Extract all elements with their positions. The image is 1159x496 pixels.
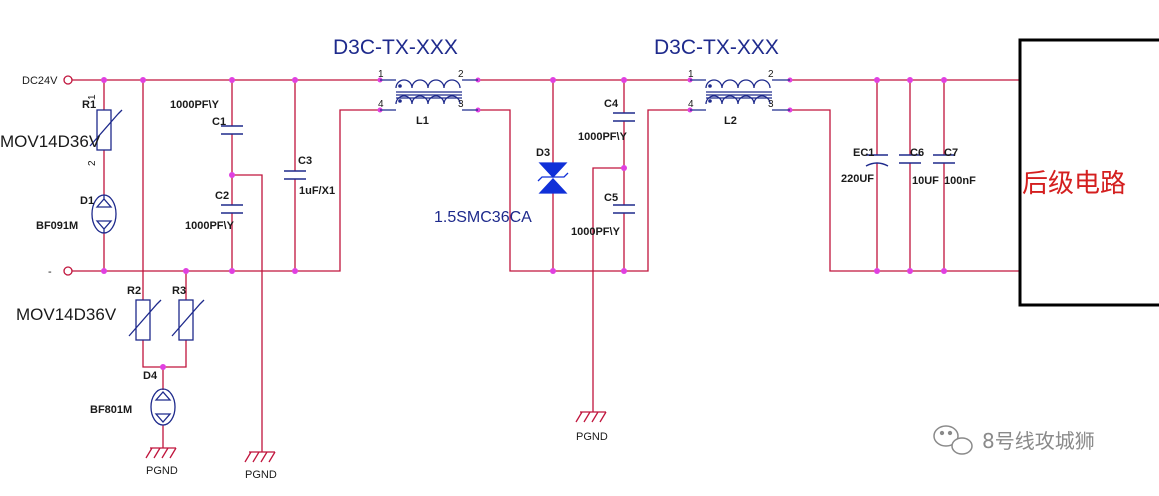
- input-terminal-neg: [63, 266, 73, 276]
- choke-l2: [690, 79, 790, 111]
- capacitor-c3: [284, 170, 306, 180]
- r1-value: MOV14D36V: [0, 132, 101, 151]
- input-terminal-pos: [63, 75, 73, 85]
- c2-value: 1000PF\Y: [185, 220, 235, 232]
- wires: [72, 79, 1020, 452]
- c1-value: 1000PF\Y: [170, 99, 220, 111]
- d1-value: BF091M: [36, 220, 78, 232]
- d3-value: 1.5SMC36CA: [434, 209, 532, 226]
- d4-value: BF801M: [90, 404, 132, 416]
- l1-pin1: 1: [378, 69, 384, 80]
- c4-value: 1000PF\Y: [578, 131, 628, 143]
- d3-ref: D3: [536, 147, 550, 159]
- c4-ref: C4: [604, 98, 619, 110]
- c6-value: 10UF: [912, 175, 939, 187]
- capacitor-c2: [221, 204, 243, 214]
- block-label: 后级电路: [1022, 169, 1126, 199]
- ec1-value: 220UF: [841, 173, 874, 185]
- gas-tube-d4: [150, 388, 176, 426]
- l2-pin4: 4: [688, 99, 694, 110]
- c2-ref: C2: [215, 190, 229, 202]
- input-neg-label: -: [48, 266, 52, 278]
- c1-ref: C1: [212, 116, 226, 128]
- ground-symbol-3: [575, 411, 607, 423]
- l1-pin4: 4: [378, 99, 384, 110]
- ground-symbol-2: [244, 451, 276, 463]
- gnd-label-2: PGND: [245, 469, 277, 481]
- gnd-label-1: PGND: [146, 465, 178, 477]
- l2-ref: L2: [724, 115, 737, 127]
- ground-symbol-1: [145, 447, 177, 459]
- capacitor-ec1: [865, 154, 889, 167]
- r2-ref: R2: [127, 285, 141, 297]
- input-pos-label: DC24V: [22, 75, 58, 87]
- l2-pin2: 2: [768, 69, 774, 80]
- c7-ref: C7: [944, 147, 958, 159]
- wechat-icon: [933, 425, 973, 455]
- r1-pin1: 1: [87, 94, 98, 100]
- varistor-r3: [171, 299, 205, 341]
- c3-value: 1uF/X1: [299, 185, 335, 197]
- l2-pin3: 3: [768, 99, 774, 110]
- capacitor-c6: [899, 154, 921, 164]
- r3-ref: R3: [172, 285, 186, 297]
- choke-l1: [380, 79, 478, 111]
- r1-pin2: 2: [87, 160, 98, 166]
- c5-ref: C5: [604, 192, 618, 204]
- c7-value: 100nF: [944, 175, 976, 187]
- capacitor-c5: [613, 204, 635, 214]
- varistor-r2: [128, 299, 162, 341]
- c6-ref: C6: [910, 147, 924, 159]
- watermark-text: 8号线攻城狮: [982, 429, 1095, 453]
- capacitor-c7: [933, 154, 955, 164]
- title-left: D3C-TX-XXX: [333, 36, 458, 59]
- d4-ref: D4: [143, 370, 158, 382]
- varistor-r1: [89, 109, 123, 151]
- ec1-ref: EC1: [853, 147, 874, 159]
- l1-pin2: 2: [458, 69, 464, 80]
- capacitor-c1: [221, 125, 243, 135]
- title-right: D3C-TX-XXX: [654, 36, 779, 59]
- l1-pin3: 3: [458, 99, 464, 110]
- c3-ref: C3: [298, 155, 312, 167]
- d1-ref: D1: [80, 195, 94, 207]
- l1-ref: L1: [416, 115, 429, 127]
- gnd-label-3: PGND: [576, 431, 608, 443]
- gas-tube-d1: [91, 194, 117, 234]
- junction-nodes: [101, 77, 947, 370]
- tvs-diode-d3: [537, 162, 569, 194]
- c5-value: 1000PF\Y: [571, 226, 621, 238]
- r1-ref: R1: [82, 99, 96, 111]
- capacitor-c4: [613, 112, 635, 122]
- mov-bottom-value: MOV14D36V: [16, 305, 117, 324]
- downstream-circuit-block: [1018, 38, 1159, 307]
- l2-pin1: 1: [688, 69, 694, 80]
